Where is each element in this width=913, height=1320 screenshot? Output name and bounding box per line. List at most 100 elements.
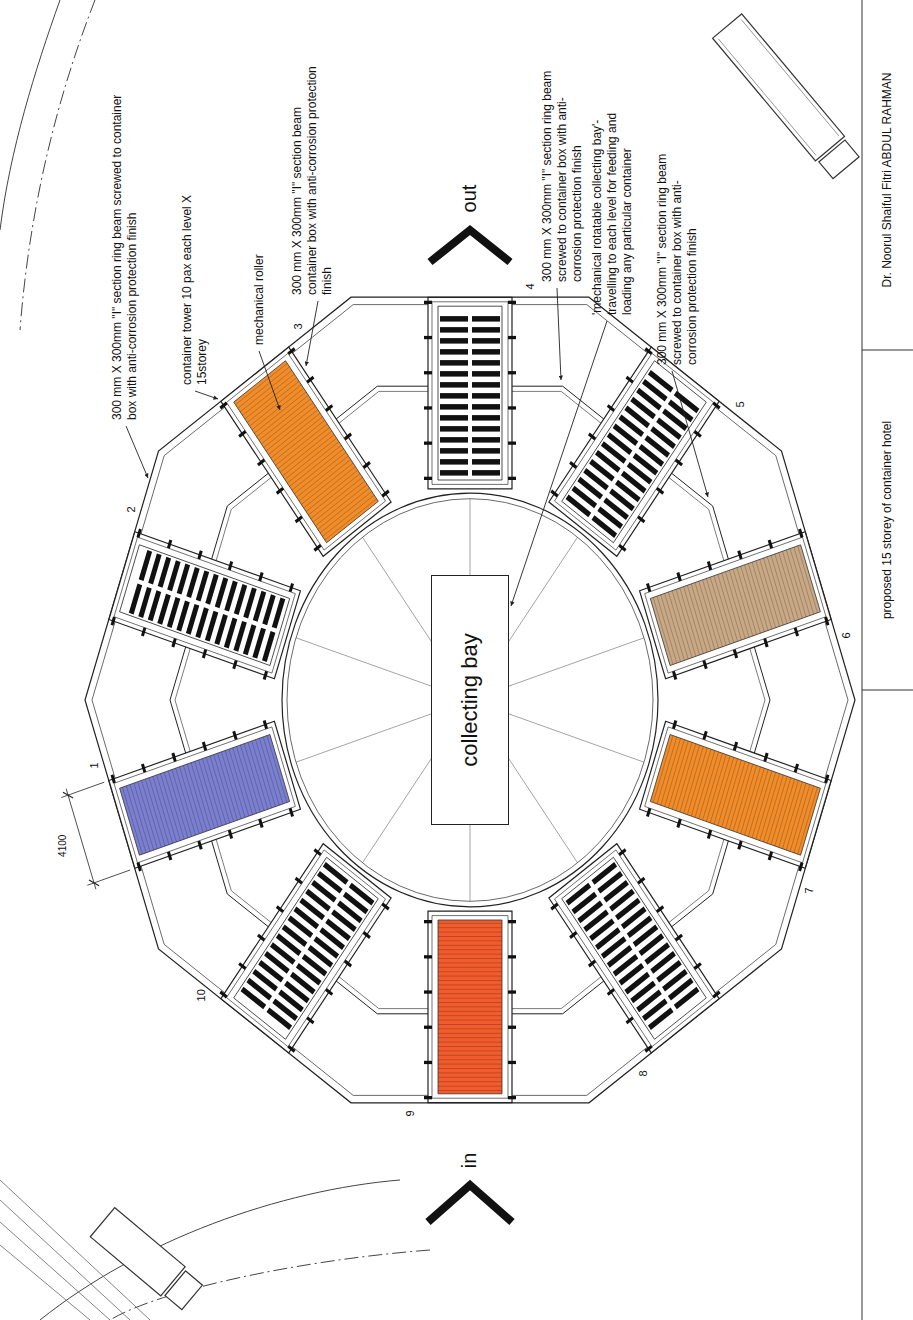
container-corrugation	[157, 775, 177, 842]
container-corrugation	[221, 752, 241, 819]
container-corrugation	[240, 371, 292, 412]
container-corrugation	[722, 573, 742, 640]
road-edge	[0, 0, 60, 230]
container-corrugation	[438, 1028, 502, 1029]
leader-line	[672, 371, 708, 497]
container-corrugation	[779, 553, 799, 620]
beam-bolt	[798, 862, 803, 871]
container-corrugation	[172, 770, 192, 837]
container-corrugation	[665, 740, 685, 807]
container-corrugation	[760, 559, 780, 626]
container-corrugation	[275, 424, 327, 465]
container-corrugation	[261, 403, 313, 444]
container-corrugation	[438, 971, 502, 972]
beam-bolt	[171, 753, 176, 762]
beam-bolt	[287, 1045, 295, 1053]
container-corrugation	[775, 779, 795, 846]
beam-frame-inner	[645, 727, 826, 863]
container-corrugation	[161, 774, 181, 841]
beam-bolt	[644, 347, 652, 355]
beam-bolt	[646, 808, 651, 817]
container-corrugation	[438, 1042, 502, 1043]
container-corrugation	[168, 771, 188, 838]
container-corrugation	[783, 551, 803, 618]
road-edge	[40, 1180, 400, 1320]
beam-bolt	[314, 848, 322, 856]
beam-bolt	[228, 830, 233, 839]
truck-cab	[165, 1271, 202, 1310]
beam-bolt	[508, 1026, 516, 1029]
container-corrugation	[191, 763, 211, 830]
container-corrugation	[779, 780, 799, 847]
truck-trailer	[713, 14, 845, 161]
beam-bolt	[656, 487, 664, 495]
container-corrugation	[266, 410, 318, 451]
container-corrugation	[699, 581, 719, 648]
container-corrugation	[164, 772, 184, 839]
container-corrugation	[710, 577, 730, 644]
beam-frame-inner	[114, 727, 295, 863]
container-corrugation	[665, 593, 685, 660]
container-corrugation	[661, 738, 681, 805]
beam-bolt	[618, 848, 626, 856]
container-corrugation	[438, 984, 502, 985]
container-corrugation	[259, 399, 311, 440]
beam-bolt	[344, 960, 352, 968]
mechanical-roller	[440, 393, 468, 399]
exit-chevron	[430, 230, 510, 262]
beam-bolt	[763, 638, 768, 647]
beam-bolt	[702, 731, 707, 740]
container-corrugation	[235, 363, 287, 404]
container-corrugation	[691, 749, 711, 816]
beam-bolt	[707, 830, 712, 839]
beam-bolt	[424, 990, 432, 993]
container-corrugation	[195, 761, 215, 828]
beam-bolt	[111, 774, 116, 783]
container-corrugation	[206, 757, 226, 824]
beam-bolt	[707, 561, 712, 570]
container-corrugation	[438, 1024, 502, 1025]
mechanical-roller	[440, 448, 468, 454]
beam-bolt	[424, 301, 432, 304]
container-corrugation	[668, 741, 688, 808]
container-corrugation	[653, 598, 673, 665]
beam-frame	[109, 721, 301, 868]
beam-bolt	[508, 442, 516, 445]
container-corrugation	[438, 1068, 502, 1069]
container-corrugation	[745, 565, 765, 632]
container-corrugation	[320, 492, 372, 533]
beam-bolt	[424, 477, 432, 480]
container-corrugation	[297, 456, 349, 497]
container-corrugation	[714, 576, 734, 643]
callout-number: 9	[404, 1110, 417, 1116]
annotation-note: 300 mm X 300mm "I" section ring beam scr…	[655, 135, 700, 365]
truck-symbol	[713, 14, 861, 180]
annotation-note: 300 mm X 300mm "I" section ring beam scr…	[540, 67, 585, 282]
mechanical-roller	[129, 584, 142, 615]
roller-bed	[562, 857, 707, 1039]
beam-bolt	[424, 442, 432, 445]
container-corrugation	[252, 388, 304, 429]
container-corrugation	[438, 954, 502, 955]
container-hotel-plan	[61, 297, 855, 1103]
callout-number: 7	[803, 887, 816, 893]
container-corrugation	[287, 442, 339, 483]
beam-bolt	[656, 905, 664, 913]
beam-frame	[428, 297, 512, 488]
beam-bolt	[508, 990, 516, 993]
beam-bolt	[424, 371, 432, 374]
beam-bolt	[228, 561, 233, 570]
beam-bolt	[550, 903, 558, 911]
container-corrugation	[145, 779, 165, 846]
leader-line	[306, 301, 318, 366]
beam-bolt	[646, 583, 651, 592]
container-corrugation	[290, 445, 342, 486]
mechanical-roller	[440, 360, 468, 366]
beam-bolt	[675, 459, 683, 467]
container-corrugation	[180, 767, 200, 834]
callout-number: 5	[733, 401, 746, 407]
beam-bolt	[694, 962, 702, 970]
container-corrugation	[668, 592, 688, 659]
container-corrugation	[149, 778, 169, 845]
beam-frame	[221, 844, 391, 1053]
